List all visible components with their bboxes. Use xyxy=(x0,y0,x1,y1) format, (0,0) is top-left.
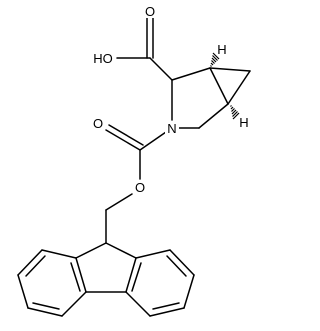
bond-right-ring-3 xyxy=(183,274,195,309)
hashed-bond-bottom-h xyxy=(230,105,240,120)
structure-diagram: O HO N O O H H xyxy=(17,4,251,317)
hashed-bond-top-h xyxy=(210,52,220,67)
molecule-drawing: O HO N O O H H xyxy=(17,4,251,317)
bond-carbamate-c-o-double-a xyxy=(105,129,141,151)
atom-label-bridgehead-h-top: H xyxy=(217,42,226,57)
bond-c9-c8a xyxy=(105,242,137,259)
bond-right-ring-5 xyxy=(125,291,151,317)
bond-c8a-c4b xyxy=(125,257,137,293)
bond-carbamate-c-o-double-b xyxy=(108,124,144,146)
bond-left-ring-inner-2 xyxy=(32,302,60,310)
atom-label-hydroxyl: HO xyxy=(93,51,113,66)
atom-labels: O HO N O O H H xyxy=(91,4,249,195)
atom-label-carbamate-o: O xyxy=(93,116,103,131)
atom-label-bridgehead-h-bottom: H xyxy=(239,115,248,130)
bond-left-ring-inner-1 xyxy=(25,255,46,277)
atom-label-ester-o: O xyxy=(135,180,145,195)
bond-left-ring-4 xyxy=(27,307,63,317)
bond-right-ring-inner-2 xyxy=(152,302,180,310)
bond-c1-c6 xyxy=(209,67,251,72)
bond-c9-c9a xyxy=(75,242,107,259)
bond-right-ring-inner-3 xyxy=(131,262,142,292)
bond-left-ring-2 xyxy=(17,249,43,276)
bond-n-carbamate-c xyxy=(139,131,167,151)
bond-c6-c5 xyxy=(227,70,251,105)
atom-label-carboxyl-o: O xyxy=(145,4,155,19)
bond-right-ring-inner-1 xyxy=(166,255,187,277)
bond-left-ring-1 xyxy=(41,249,77,259)
bond-left-ring-5 xyxy=(61,291,87,317)
bond-right-ring-4 xyxy=(149,307,185,317)
bond-c5-c4 xyxy=(198,103,229,129)
bond-left-ring-3 xyxy=(17,274,29,309)
bond-lines xyxy=(17,17,251,317)
bond-right-ring-1 xyxy=(135,249,171,259)
bond-right-ring-2 xyxy=(169,249,195,276)
bond-c9a-c4a xyxy=(75,257,87,293)
bond-c2-carboxyl-c xyxy=(149,57,173,81)
atom-label-nitrogen: N xyxy=(167,121,176,136)
bond-c1-c5 xyxy=(209,67,229,105)
bond-o-ch2 xyxy=(105,193,133,211)
bond-c2-c1 xyxy=(171,67,211,81)
bond-left-ring-inner-3 xyxy=(70,262,81,292)
stereo-hash-bonds xyxy=(210,52,240,120)
